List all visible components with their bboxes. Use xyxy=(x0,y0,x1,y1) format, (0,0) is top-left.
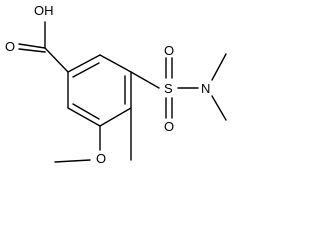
structure-canvas: OH O S O O N O xyxy=(5,3,227,166)
hydroxyl-label: OH xyxy=(34,3,54,18)
ring-bond-c5-c6-inner xyxy=(72,103,100,120)
ring-bond-c2-c3 xyxy=(99,54,132,73)
bond-ring-carboxyl xyxy=(44,47,69,73)
sulfur-label: S xyxy=(164,81,173,96)
bond-nitrogen-methyl-top xyxy=(211,53,227,81)
ring-bond-c5-c6 xyxy=(67,107,101,127)
bond-carbonyl-b xyxy=(18,48,46,53)
nitrogen-label: N xyxy=(201,81,210,96)
bond-ring-sulfur xyxy=(130,71,160,89)
ring-bond-c1-c2-inner xyxy=(72,62,100,78)
bond-methoxy-oxygen-methyl xyxy=(54,159,91,163)
methoxy-oxygen-label: O xyxy=(96,151,106,166)
molecule-drawing: OH O S O O N O xyxy=(5,3,227,166)
sulfonyl-oxygen-bottom-label: O xyxy=(164,119,174,134)
ring-bond-c4-c5 xyxy=(99,107,132,127)
bond-nitrogen-methyl-bottom xyxy=(211,95,227,121)
sulfonyl-oxygen-top-label: O xyxy=(164,43,174,58)
ring-bond-c1-c2 xyxy=(67,54,101,73)
bond-carbonyl-a xyxy=(18,43,46,49)
carbonyl-oxygen-label: O xyxy=(5,39,15,54)
